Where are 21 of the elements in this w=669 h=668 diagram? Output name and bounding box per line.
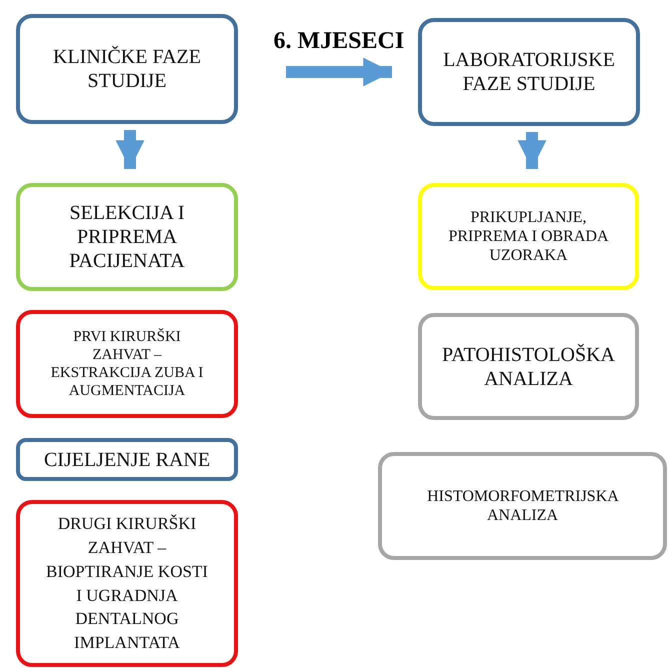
phase-box bbox=[16, 14, 238, 124]
box-text: LABORATORIJSKE FAZE STUDIJE bbox=[442, 48, 616, 96]
box-text: PRVI KIRURŠKI ZAHVAT – EKSTRAKCIJA ZUBA I AUGMENTACIJA bbox=[50, 328, 204, 400]
process-box bbox=[16, 500, 238, 667]
arrow bbox=[116, 130, 144, 169]
arrow bbox=[518, 132, 546, 169]
process-box bbox=[418, 183, 639, 290]
box-text: PATOHISTOLOŠKA ANALIZA bbox=[440, 342, 616, 390]
process-box bbox=[16, 310, 238, 418]
box-text: SELEKCIJA I PRIPREMA PACIJENATA bbox=[68, 201, 186, 273]
process-box bbox=[16, 438, 238, 481]
box-text: KLINIČKE FAZE STUDIJE bbox=[52, 45, 202, 93]
box-text: CIJELJENJE RANE bbox=[44, 448, 210, 472]
process-box bbox=[16, 183, 238, 291]
phase-box bbox=[418, 18, 640, 126]
process-box bbox=[418, 313, 639, 420]
box-text: DRUGI KIRURŠKI ZAHVAT – BIOPTIRANJE KOSTI I UGRADNJA DENTALNOG IMPLANTATA bbox=[45, 513, 209, 654]
box-text: PRIKUPLJANJE, PRIPREMA I OBRADA UZORAKA bbox=[447, 208, 610, 266]
box-text: HISTOMORFOMETRIJSKA ANALIZA bbox=[427, 486, 618, 526]
arrow bbox=[286, 58, 392, 86]
process-box bbox=[378, 452, 667, 560]
